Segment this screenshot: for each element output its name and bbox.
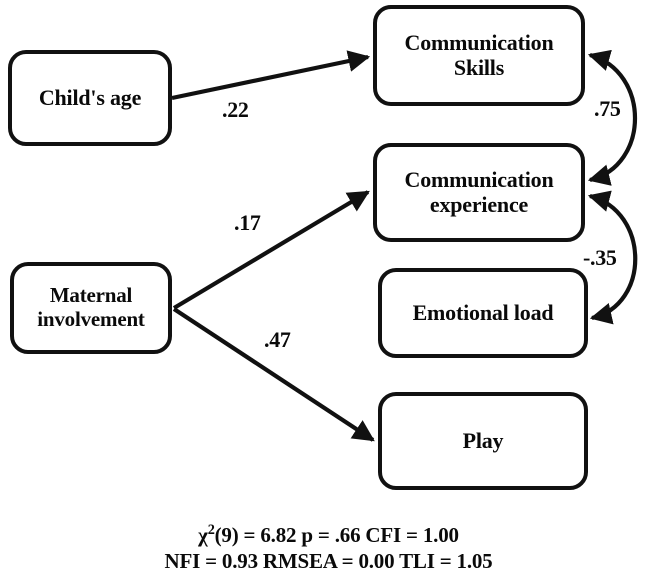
path-arrow-maternal-to-play [172, 307, 375, 442]
path-coefficient-communication-skills-experience: .75 [594, 96, 621, 121]
path-curve-communication-experience-to-emotional-load [587, 190, 638, 325]
path-coefficient-communication-experience-emotional-load: -.35 [583, 245, 617, 270]
fit-statistics-line-2: NFI = 0.93 RMSEA = 0.00 TLI = 1.05 [164, 549, 493, 574]
path-coefficient-maternal-play: .47 [264, 327, 291, 352]
path-arrow-child-age-to-communication-skills [171, 50, 371, 101]
node-emotional-load-label: Emotional load [412, 299, 554, 325]
node-emotional-load[interactable]: Emotional load [378, 268, 588, 358]
path-curve-communication-skills-to-communication-experience [587, 49, 637, 186]
node-communication-experience-label: Communication experience [404, 166, 554, 217]
node-communication-skills[interactable]: Communication Skills [373, 5, 585, 106]
node-child-age[interactable]: Child's age [8, 50, 172, 146]
node-play-label: Play [462, 427, 504, 453]
node-play[interactable]: Play [378, 392, 588, 490]
fit-statistics-line-1: χ2(9) = 6.82 p = .66 CFI = 1.00 [0, 522, 657, 548]
path-coefficient-child-age-communication-skills: .22 [222, 97, 249, 122]
node-communication-skills-label: Communication Skills [404, 29, 554, 80]
node-maternal-involvement-label: Maternal involvement [37, 283, 145, 331]
node-child-age-label: Child's age [38, 84, 142, 110]
path-coefficient-maternal-communication-experience: .17 [234, 210, 261, 235]
chi-symbol: χ [198, 523, 208, 547]
path-arrow-maternal-to-communication-experience [172, 190, 370, 310]
node-communication-experience[interactable]: Communication experience [373, 143, 585, 242]
fit-statistics-line-1-rest: (9) = 6.82 p = .66 CFI = 1.00 [214, 523, 459, 547]
model-fit-statistics: χ2(9) = 6.82 p = .66 CFI = 1.00 NFI = 0.… [0, 522, 657, 575]
node-maternal-involvement[interactable]: Maternal involvement [10, 262, 172, 354]
chi-exponent: 2 [207, 522, 215, 538]
